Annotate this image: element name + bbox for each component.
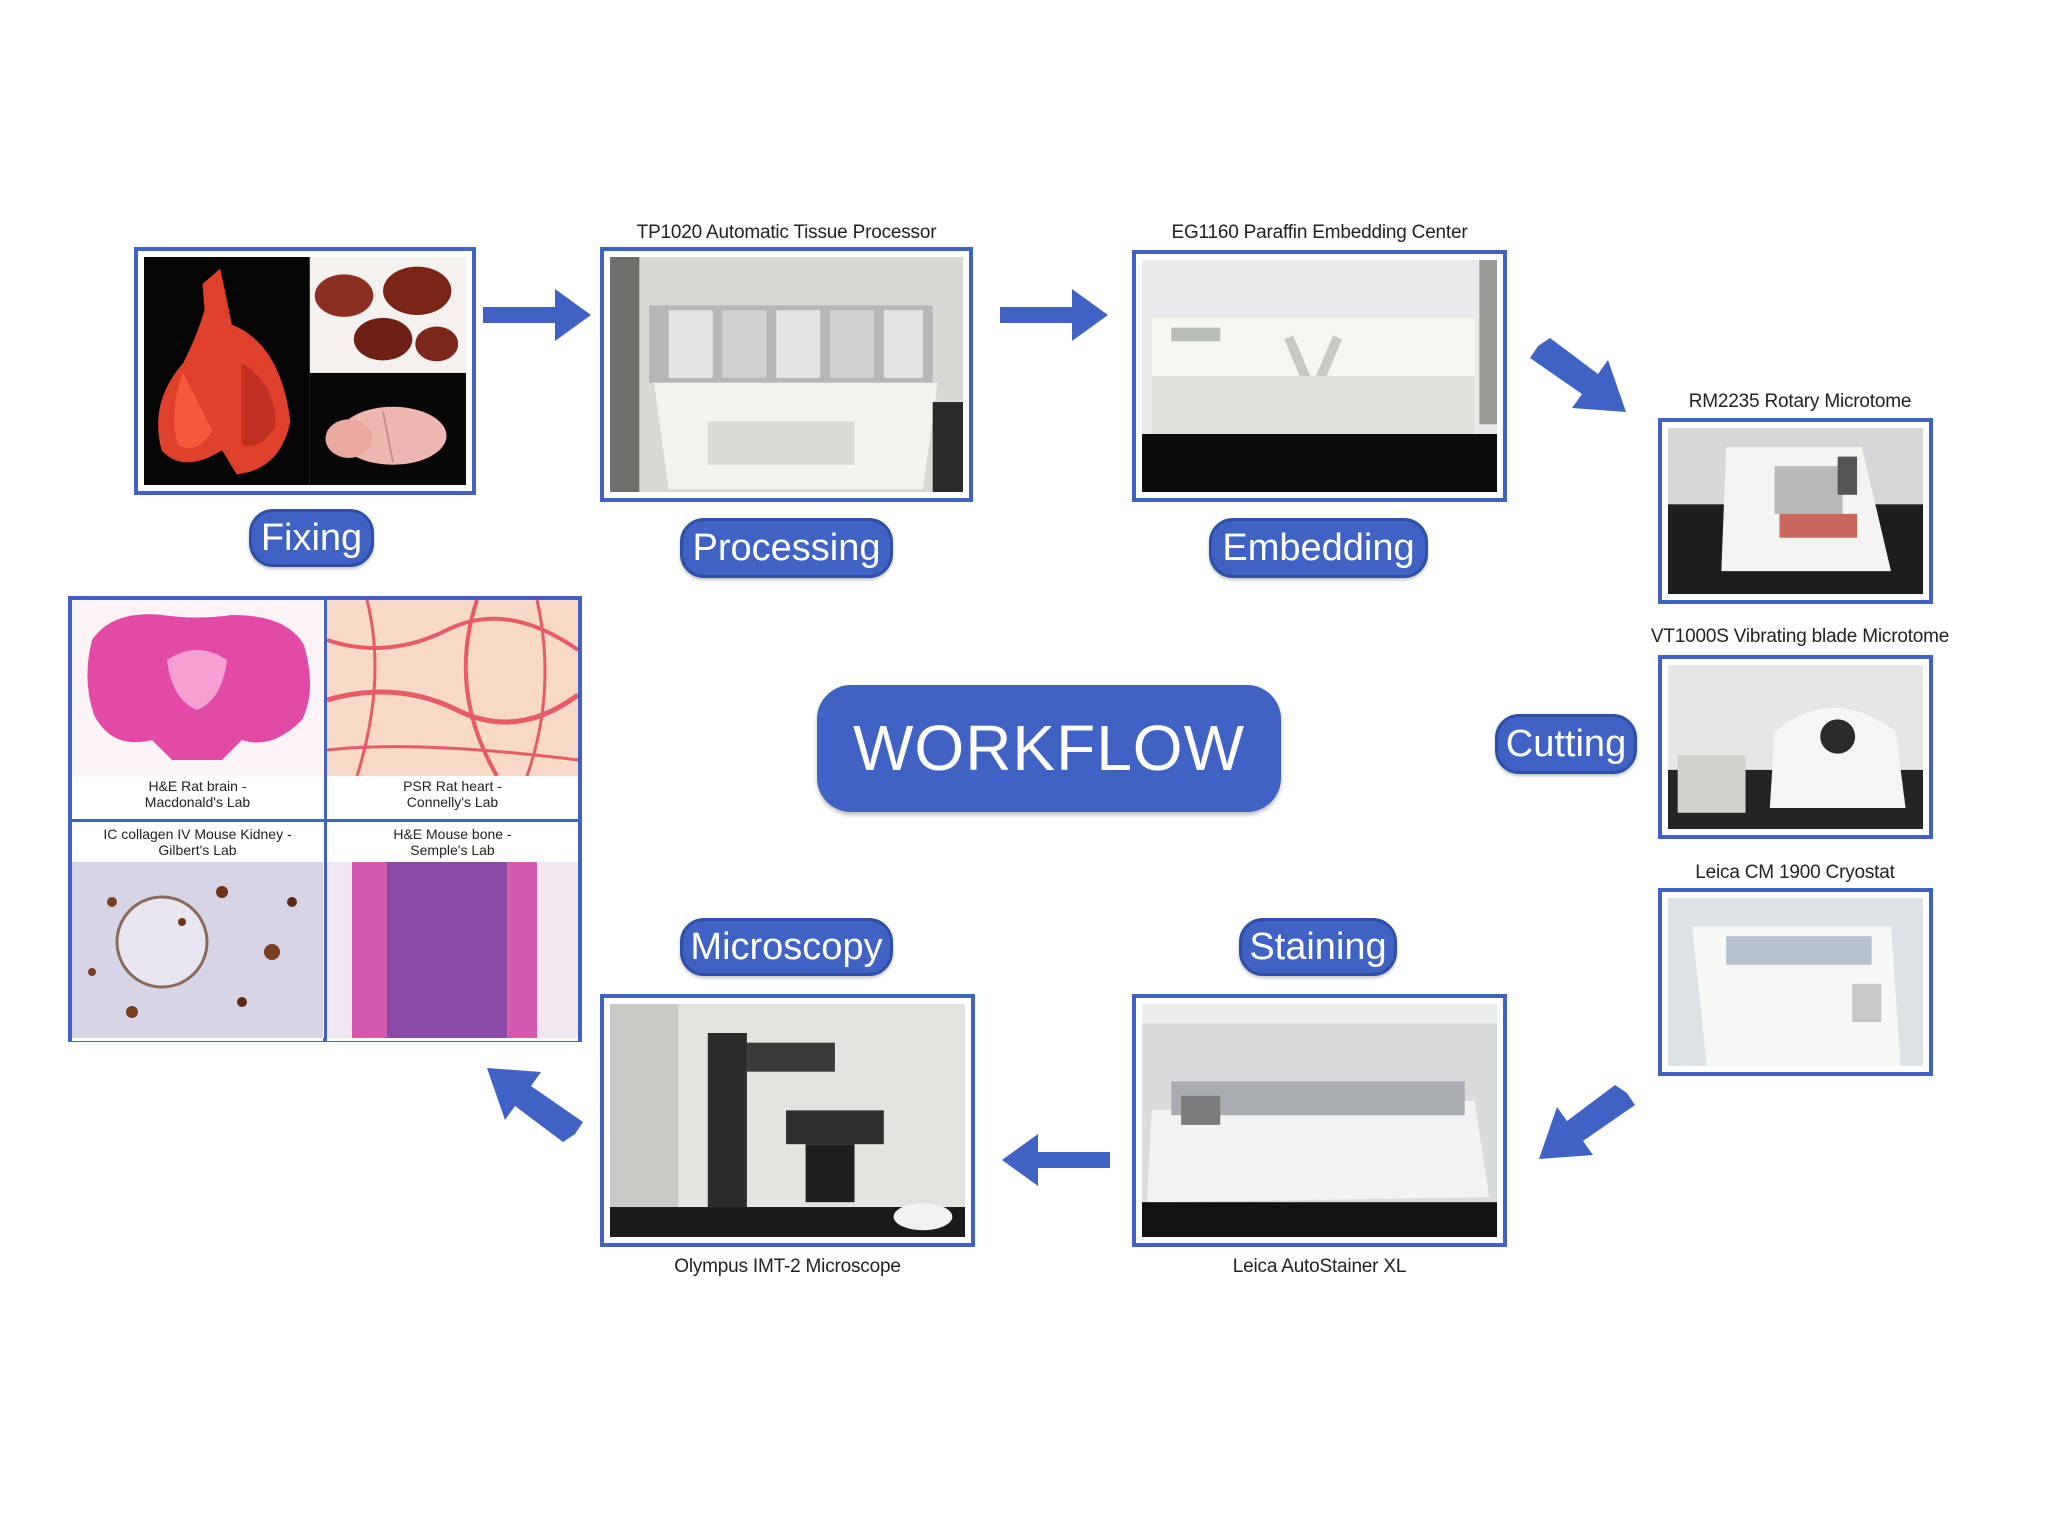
stage-embedding: Embedding (1209, 518, 1428, 578)
caption-vibrating: VT1000S Vibrating blade Microtome (1650, 626, 1950, 647)
sample-rat-heart: PSR Rat heart - Connelly's Lab (327, 600, 578, 819)
sample-rat-brain: H&E Rat brain - Macdonald's Lab (72, 600, 323, 819)
sample-label: Semple's Lab (410, 842, 495, 858)
vibrating-photo (1658, 655, 1933, 839)
microscope-photo (600, 994, 975, 1247)
sample-label: PSR Rat heart - (403, 778, 502, 794)
stage-fixing: Fixing (249, 509, 374, 567)
processor-photo (600, 247, 973, 502)
workflow-title: WORKFLOW (817, 685, 1281, 812)
sample-label: Connelly's Lab (406, 794, 499, 810)
cryostat-photo (1658, 888, 1933, 1076)
sample-label: IC collagen IV Mouse Kidney - (103, 826, 292, 842)
caption-processor: TP1020 Automatic Tissue Processor (636, 222, 937, 243)
arrow-down-left-icon (1539, 1085, 1635, 1159)
stage-microscopy: Microscopy (680, 918, 893, 976)
stage-staining: Staining (1239, 918, 1397, 976)
caption-cryostat: Leica CM 1900 Cryostat (1695, 862, 1895, 883)
rotary-photo (1658, 418, 1933, 604)
caption-stainer: Leica AutoStainer XL (1232, 1256, 1407, 1277)
stage-processing: Processing (680, 518, 893, 578)
arrow-up-left-icon (487, 1068, 583, 1142)
sample-label: H&E Mouse bone - (393, 826, 512, 842)
stainer-photo (1132, 994, 1507, 1247)
sample-grid: H&E Rat brain - Macdonald's Lab PSR Rat … (68, 596, 582, 1042)
sample-label: H&E Rat brain - (148, 778, 247, 794)
sample-mouse-bone: H&E Mouse bone - Semple's Lab (327, 822, 578, 1041)
arrow-down-right-icon (1530, 338, 1626, 412)
stage-cutting: Cutting (1495, 714, 1637, 774)
caption-microscope: Olympus IMT-2 Microscope (674, 1256, 901, 1277)
caption-embedder: EG1160 Paraffin Embedding Center (1171, 222, 1468, 243)
sample-label: Gilbert's Lab (158, 842, 237, 858)
fixing-photo (134, 247, 476, 495)
arrow-right-icon (1000, 289, 1108, 341)
embedder-photo (1132, 250, 1507, 502)
caption-rotary: RM2235 Rotary Microtome (1688, 391, 1912, 412)
arrow-left-icon (1002, 1134, 1110, 1186)
sample-mouse-kidney: IC collagen IV Mouse Kidney - Gilbert's … (72, 822, 323, 1041)
arrow-right-icon (483, 289, 591, 341)
sample-label: Macdonald's Lab (144, 794, 251, 810)
